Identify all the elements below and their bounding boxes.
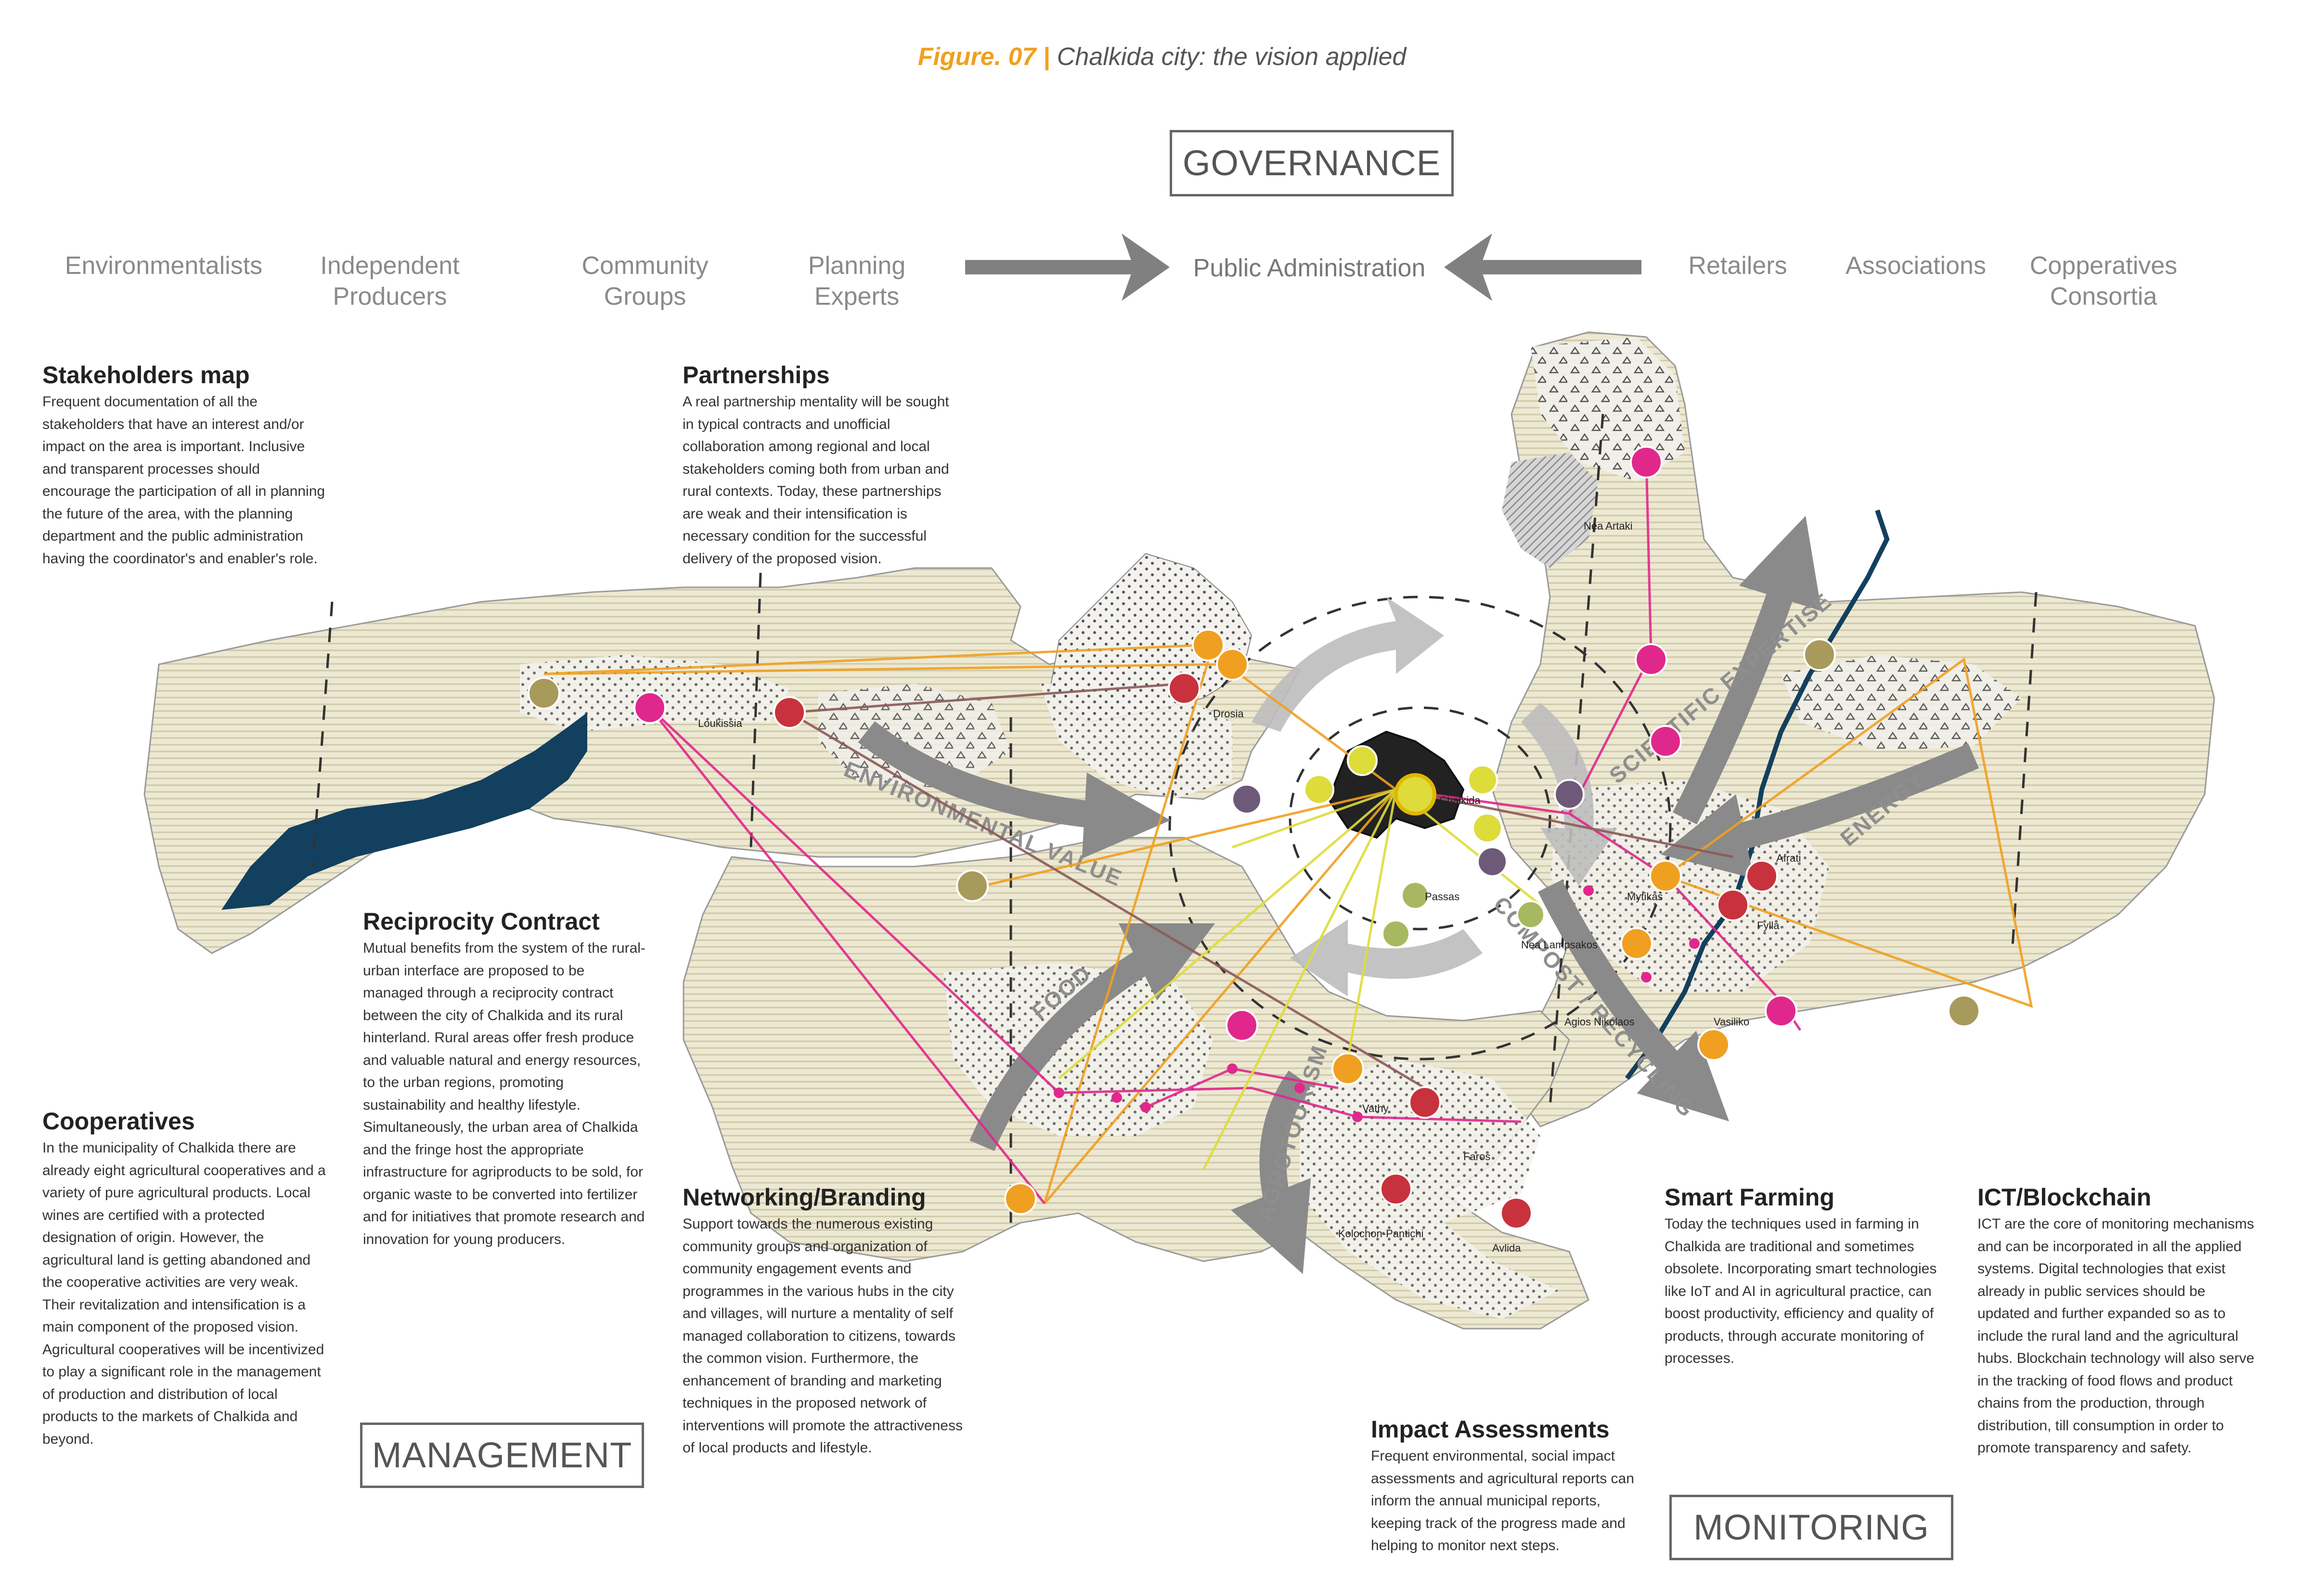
cooperatives-title: Cooperatives	[42, 1108, 195, 1135]
stakeholder-environmentalists: Environmentalists	[65, 252, 263, 280]
networking-branding-title: Networking/Branding	[683, 1184, 926, 1211]
place-loukissia: Loukissia	[698, 717, 742, 729]
reciprocity-contract-body: Mutual benefits from the system of the r…	[363, 940, 646, 1247]
place-faros: Faros	[1463, 1151, 1490, 1163]
ict-blockchain-body: ICT are the core of monitoring mechanism…	[1977, 1216, 2255, 1456]
place-labels: Loukissia Drosia Chalkida Nea Artaki Pas…	[698, 520, 1801, 1254]
place-fylla: Fylla	[1757, 919, 1780, 932]
recycle-node	[1381, 919, 1410, 948]
place-nea-lampsakos: Nea Lampsakos	[1521, 939, 1598, 951]
hub-node	[1500, 1197, 1533, 1230]
network-nodes	[528, 446, 1980, 1230]
hub-node	[1745, 860, 1778, 893]
governance-box: GOVERNANCE	[1170, 130, 1454, 196]
city-node	[1467, 764, 1498, 795]
partnerships-title: Partnerships	[683, 362, 830, 388]
place-agios-nikolaos: Agios Nikolaos	[1564, 1016, 1635, 1028]
market-node	[1620, 927, 1653, 960]
networking-branding-body: Support towards the numerous existing co…	[683, 1216, 963, 1456]
vineyards-west	[818, 684, 1011, 790]
producer-node	[1635, 643, 1667, 676]
fringe-center	[1040, 684, 1232, 799]
stakeholder-associations: Associations	[1846, 252, 1986, 280]
smart-farming-body: Today the techniques used in farming in …	[1665, 1216, 1937, 1366]
market-node	[1004, 1182, 1037, 1215]
stakeholder-independent-producers: Independent Producers	[320, 252, 460, 311]
place-kolochon-pantichi: Kolochon-Pantichi	[1338, 1228, 1423, 1240]
producer-node	[1630, 446, 1663, 479]
reciprocity-contract-title: Reciprocity Contract	[363, 908, 600, 935]
cooperative-node	[1948, 995, 1980, 1027]
figure-number: Figure. 07 |	[917, 43, 1050, 71]
producer-node	[1765, 995, 1797, 1027]
city-node	[1347, 745, 1378, 776]
figure-caption: Chalkida city: the vision applied	[1057, 43, 1407, 71]
link-dots	[1054, 885, 1700, 1122]
hub-node	[773, 696, 806, 729]
producer-node	[1226, 1009, 1258, 1042]
cooperatives-body: In the municipality of Chalkida there ar…	[42, 1140, 326, 1447]
vineyards-east	[1781, 655, 2022, 751]
city-node	[1304, 774, 1334, 805]
river-east	[1625, 509, 1890, 1080]
place-chalkida: Chalkida	[1439, 794, 1481, 806]
factory-node	[1554, 779, 1585, 810]
place-afrati: Afrati	[1776, 852, 1801, 864]
monitoring-box: MONITORING	[1669, 1495, 1953, 1560]
stakeholder-planning-experts: Planning Experts	[808, 252, 906, 311]
partnerships-body: A real partnership mentality will be sou…	[683, 394, 949, 567]
stakeholders-map-body: Frequent documentation of all the stakeh…	[42, 394, 325, 567]
impact-assessments-body: Frequent environmental, social impact as…	[1371, 1448, 1634, 1553]
place-drosia: Drosia	[1213, 708, 1244, 720]
ict-blockchain-title: ICT/Blockchain	[1977, 1184, 2152, 1211]
cooperative-node	[1803, 638, 1836, 671]
producer-node	[1649, 725, 1682, 758]
factory-node	[1231, 784, 1262, 815]
recycle-node	[1401, 881, 1430, 910]
hub-node	[1717, 889, 1749, 921]
place-nea-artaki: Nea Artaki	[1584, 520, 1633, 532]
hub-node	[1168, 672, 1201, 705]
governance-arrows	[965, 233, 1641, 301]
place-vathy: Vathy	[1362, 1102, 1389, 1114]
recycle-node	[1516, 900, 1545, 929]
west-peninsula	[143, 567, 1301, 954]
market-node	[1649, 860, 1682, 893]
place-vasiliko: Vasiliko	[1714, 1016, 1749, 1028]
hub-node	[1380, 1173, 1412, 1205]
hub-node	[1408, 1086, 1441, 1119]
market-node	[1192, 629, 1225, 661]
stakeholders-map-title: Stakeholders map	[42, 362, 250, 388]
smart-farming-title: Smart Farming	[1665, 1184, 1834, 1211]
lake-shape	[221, 712, 587, 910]
stakeholder-retailers: Retailers	[1688, 252, 1787, 280]
chalkida-urban	[1327, 730, 1465, 839]
city-node	[1472, 813, 1503, 843]
cooperative-node	[528, 677, 560, 710]
producer-node	[633, 691, 666, 724]
market-node	[1216, 648, 1249, 681]
place-passas: Passas	[1425, 891, 1459, 903]
fringe-south-2	[1300, 1059, 1560, 1319]
vineyards-north	[1531, 337, 1685, 481]
stakeholder-cooperatives-consortia: Copperatives Consortia	[2029, 252, 2178, 311]
market-node	[1697, 1028, 1730, 1061]
market-node	[1331, 1052, 1364, 1085]
place-avlida: Avlida	[1492, 1242, 1521, 1254]
place-mytikas: Mytikas	[1627, 891, 1663, 903]
impact-assessments-title: Impact Assessments	[1371, 1416, 1610, 1443]
management-box: MANAGEMENT	[360, 1423, 644, 1488]
figure-title: Figure. 07 | Chalkida city: the vision a…	[0, 42, 2324, 71]
stakeholder-community-groups: Community Groups	[581, 252, 709, 311]
cooperative-node	[956, 869, 989, 902]
nea-artaki-urban	[1502, 453, 1598, 568]
stakeholder-public-administration: Public Administration	[1193, 254, 1426, 282]
factory-node	[1477, 846, 1508, 877]
city-node	[1394, 773, 1436, 815]
